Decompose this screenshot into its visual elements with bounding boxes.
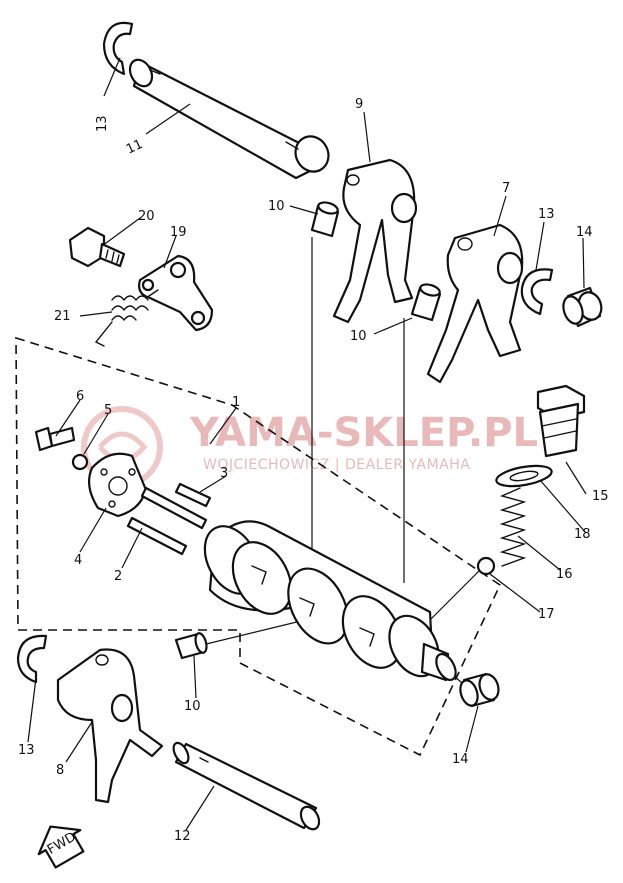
part-1-shift-drum: [203, 520, 457, 682]
callout-4: 4: [74, 553, 82, 568]
part-14-bearing-bottom: [459, 672, 500, 708]
callout-10: 10: [184, 699, 201, 714]
callout-numbers: 13 11 9 10 10 7 13 14 20 19 21 1 6 5 3 4…: [18, 97, 609, 844]
part-9-shift-fork: [332, 158, 418, 324]
callout-3: 3: [220, 466, 228, 481]
callout-15: 15: [592, 489, 609, 504]
callout-13: 13: [538, 207, 555, 222]
callout-11: 11: [124, 137, 145, 158]
part-13-circlip-right: [520, 268, 554, 316]
leader-pin-to-drum-c: [197, 619, 306, 647]
callout-17: 17: [538, 607, 555, 622]
assembly-boundary: [15, 336, 502, 757]
callout-6: 6: [76, 389, 84, 404]
callout-18: 18: [574, 527, 591, 542]
part-16-spring: [499, 487, 527, 567]
callout-14: 14: [452, 752, 469, 767]
callout-14: 14: [576, 225, 593, 240]
part-7-shift-fork: [426, 223, 524, 384]
part-19-stopper-lever: [138, 254, 214, 332]
callout-20: 20: [138, 209, 155, 224]
part-3-pin: [174, 482, 212, 508]
watermark: YAMA-SKLEP.PL WOJCIECHOWICZ | DEALER YAM…: [81, 406, 538, 488]
callout-19: 19: [170, 225, 187, 240]
callout-leaders: [27, 57, 587, 831]
watermark-title: YAMA-SKLEP.PL: [189, 410, 538, 456]
part-17-ball: [476, 556, 496, 576]
part-4-segment: [87, 452, 148, 518]
part-2-pin-b: [126, 516, 188, 556]
part-8-shift-fork: [56, 648, 164, 804]
callout-12: 12: [174, 829, 191, 844]
part-2-pin-a: [140, 486, 208, 530]
part-10-pin-a: [310, 201, 340, 238]
part-13-circlip-top: [102, 21, 134, 76]
callout-5: 5: [104, 403, 112, 418]
watermark-subtitle: WOJCIECHOWICZ | DEALER YAMAHA: [203, 457, 470, 473]
callout-9: 9: [355, 97, 363, 112]
part-18-gasket: [495, 464, 553, 488]
callout-13: 13: [95, 115, 110, 132]
callout-7: 7: [502, 181, 510, 196]
part-12-shaft: [172, 741, 321, 831]
part-10-pin-c: [174, 632, 208, 660]
part-5-washer: [71, 453, 89, 471]
callout-10: 10: [268, 199, 285, 214]
callout-1: 1: [232, 395, 240, 410]
fwd-arrow-icon: FWD: [37, 825, 85, 869]
callout-10: 10: [350, 329, 367, 344]
callout-2: 2: [114, 569, 122, 584]
callout-21: 21: [54, 309, 71, 324]
part-14-bearing-top: [562, 286, 603, 328]
part-6-screw: [34, 426, 76, 452]
part-13-circlip-bottom: [16, 634, 48, 684]
callout-8: 8: [56, 763, 64, 778]
part-11-shaft: [128, 58, 330, 180]
part-10-pin-b: [410, 283, 442, 322]
callout-13: 13: [18, 743, 35, 758]
callout-16: 16: [556, 567, 573, 582]
part-15-plug-bolt: [536, 384, 586, 458]
leader-ball-to-drum: [429, 569, 481, 621]
part-21-spring: [94, 289, 159, 347]
part-20-bolt: [68, 226, 126, 268]
